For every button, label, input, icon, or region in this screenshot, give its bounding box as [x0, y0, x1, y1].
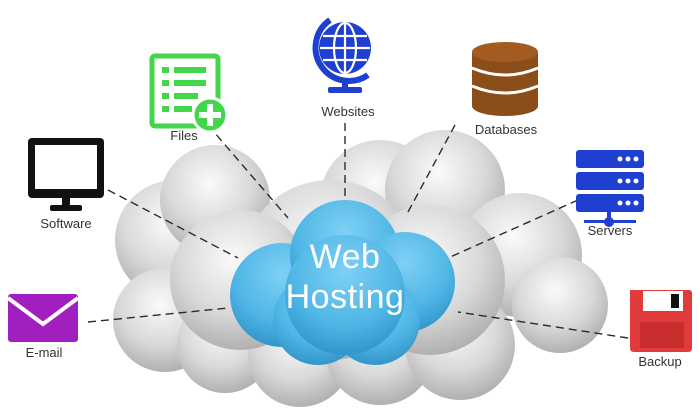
envelope-icon [6, 294, 80, 342]
center-title-line1: Web [310, 238, 381, 276]
node-label-software: Software [40, 216, 91, 231]
connectors [87, 123, 629, 339]
connector-servers [447, 199, 579, 259]
node-label-servers: Servers [588, 223, 633, 238]
servers-icon [576, 150, 644, 227]
node-files: Files [149, 53, 229, 143]
connector-email [87, 307, 229, 323]
center-cloud: Web Hosting [230, 200, 455, 365]
connector-databases [407, 124, 456, 213]
connector-files [207, 124, 289, 219]
floppy-icon [630, 290, 692, 352]
node-label-databases: Databases [475, 122, 538, 137]
node-label-backup: Backup [638, 354, 681, 369]
node-websites: Websites [312, 17, 375, 119]
database-icon [471, 42, 539, 116]
connector-backup [457, 311, 629, 339]
node-software: Software [28, 138, 104, 231]
node-label-websites: Websites [321, 104, 375, 119]
monitor-icon [28, 138, 104, 211]
globe-icon [312, 17, 371, 93]
node-email: E-mail [6, 294, 80, 360]
node-label-files: Files [170, 128, 198, 143]
node-backup: Backup [630, 290, 692, 369]
node-servers: Servers [576, 150, 644, 238]
node-label-email: E-mail [26, 345, 63, 360]
node-databases: Databases [471, 42, 539, 137]
connector-software [107, 189, 239, 259]
center-title-line2: Hosting [286, 278, 405, 316]
files-add-icon [149, 53, 229, 134]
